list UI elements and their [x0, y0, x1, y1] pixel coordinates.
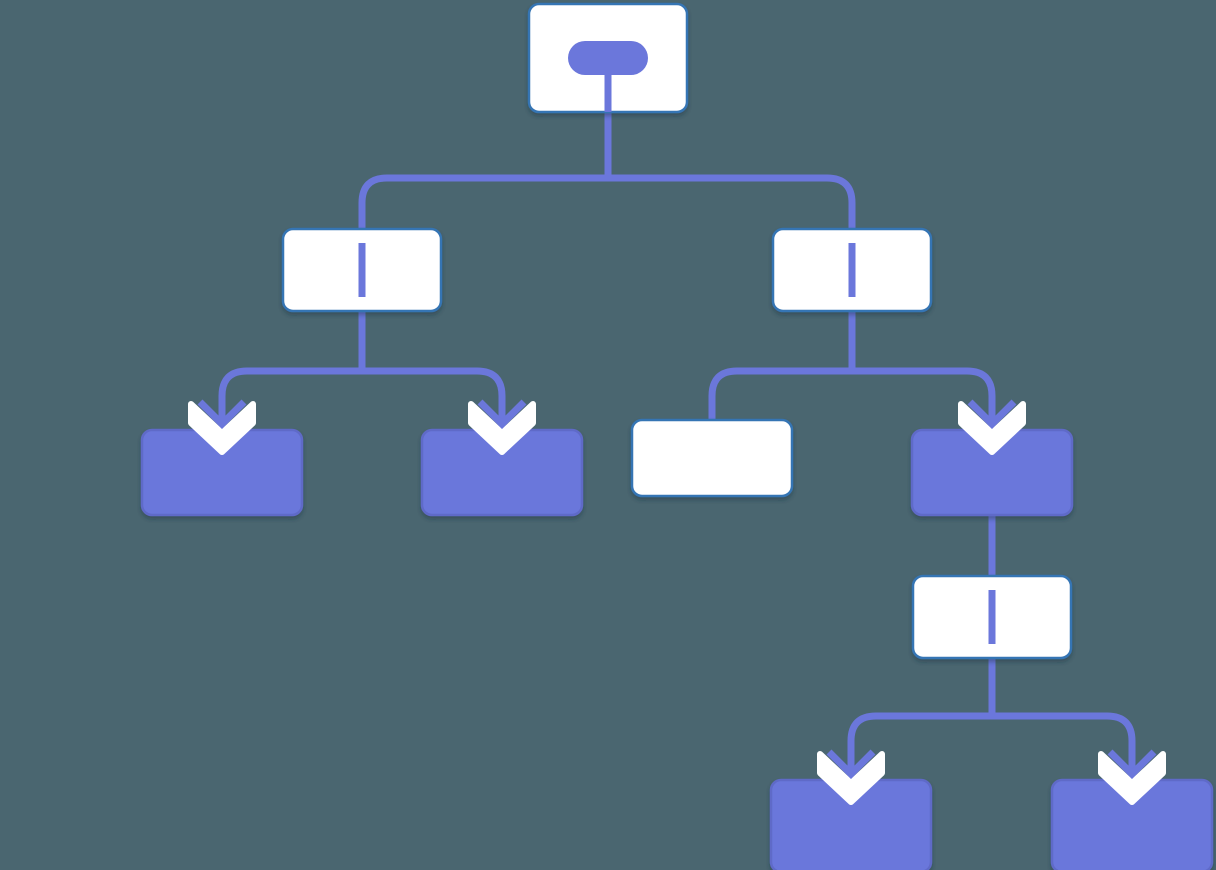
arrowhead-bottom-leaf-2-halo-shape	[1098, 751, 1166, 805]
edge-layer	[218, 112, 1136, 780]
arrowhead-leaf-left-2-halo-shape	[468, 401, 536, 455]
root-node[interactable]	[527, 2, 689, 114]
arrowhead-bottom-leaf-1-chevron-shape	[826, 749, 876, 779]
edge-level1left-to-leaf1	[218, 311, 366, 430]
arrowhead-bottom-leaf-1-halo-shape	[817, 751, 885, 805]
arrowhead-leaf-left-1	[188, 399, 256, 455]
leaf-node-right-white[interactable]	[630, 418, 794, 498]
arrowhead-branch-right-chevron-shape	[967, 399, 1017, 429]
arrowhead-layer	[188, 399, 1166, 805]
arrowhead-leaf-left-1-chevron-shape	[197, 399, 247, 429]
arrowhead-leaf-left-1-halo-shape	[188, 401, 256, 455]
arrowhead-branch-right-halo-shape	[958, 401, 1026, 455]
arrowhead-branch-right	[958, 399, 1026, 455]
edge-level1left-to-leaf2	[358, 311, 506, 430]
arrowhead-bottom-leaf-2-chevron-shape	[1107, 749, 1157, 779]
leaf-node-right-white-shape[interactable]	[630, 418, 794, 498]
edge-root-to-level1-right	[604, 112, 856, 229]
node-layer	[140, 2, 1214, 870]
edge-level1right-to-branch	[848, 311, 996, 430]
arrowhead-leaf-left-2	[468, 399, 536, 455]
level3-node[interactable]	[911, 574, 1073, 660]
level1-left-node[interactable]	[281, 227, 443, 313]
arrowhead-leaf-left-2-chevron-shape	[477, 399, 527, 429]
edge-level3-to-bottomleaf2	[988, 658, 1136, 780]
edge-root-to-level1-left	[358, 112, 612, 229]
arrowhead-bottom-leaf-2	[1098, 749, 1166, 805]
level1-right-node[interactable]	[771, 227, 933, 313]
edge-level1right-to-whiteleaf	[708, 311, 856, 420]
arrowhead-bottom-leaf-1	[817, 749, 885, 805]
edge-level3-to-bottomleaf1	[847, 658, 996, 780]
